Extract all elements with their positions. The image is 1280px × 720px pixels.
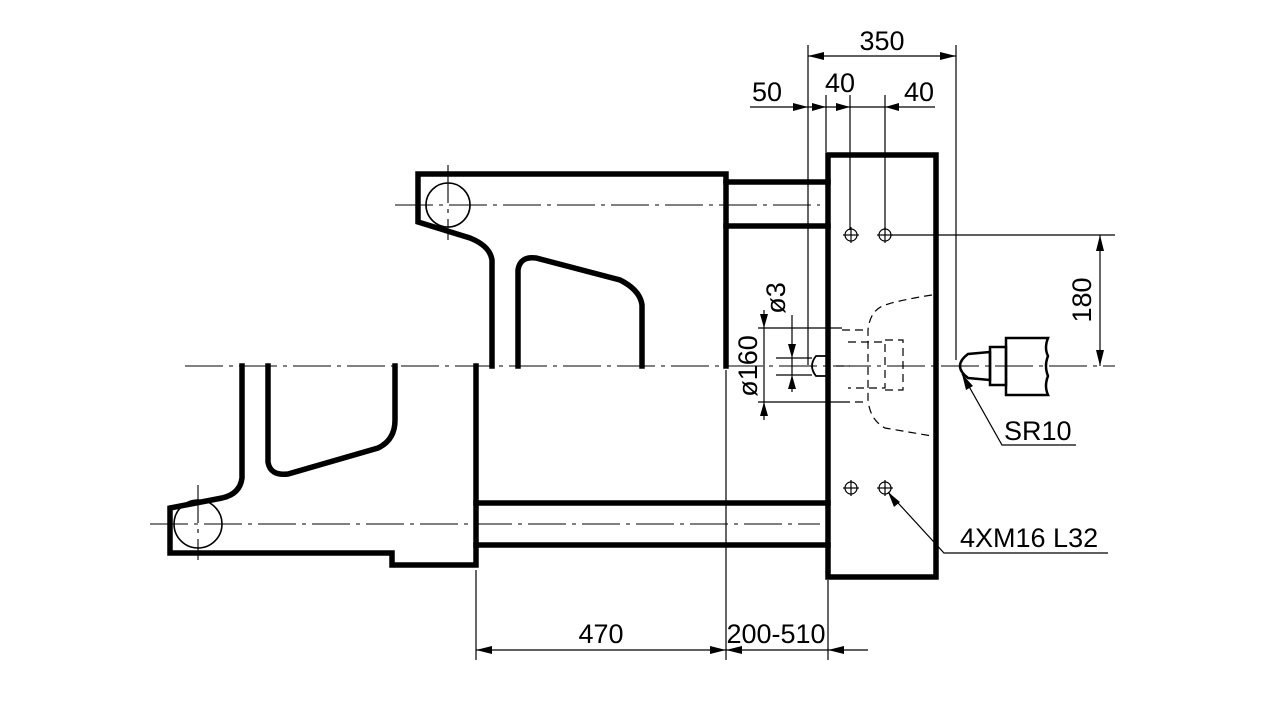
label-sr10: SR10 [1004,416,1072,446]
label-40-b: 40 [904,77,934,107]
hole-bottom-right [877,480,893,496]
lower-pin-circle [173,499,223,549]
label-470: 470 [578,619,623,649]
upper-pin-circle [425,182,471,228]
injection-nozzle [958,336,1050,397]
label-d3: ø3 [761,282,791,314]
leader-sr10 [961,373,1076,446]
hole-bottom-left [843,480,859,496]
label-50: 50 [752,77,782,107]
mold-cavity-outline [867,294,933,437]
leader-thread-spec [887,491,1108,554]
label-d160: ø160 [733,335,763,397]
threaded-holes [843,227,893,496]
dimension-lines [476,52,1104,654]
label-350: 350 [859,26,904,56]
extension-lines [475,45,1115,660]
label-thread-spec: 4XM16 L32 [960,523,1098,553]
locating-ring-step [885,339,904,391]
label-180: 180 [1067,277,1097,322]
upper-inner-slot [515,255,645,369]
leaders [887,373,1108,554]
moving-platen [825,152,939,580]
hidden-mold-outline [836,294,933,437]
sprue-bushing-outline [842,329,868,403]
pins [173,182,471,549]
upper-toggle-arm [415,171,729,369]
lower-toggle-body [167,363,479,568]
locating-ring-outline [848,341,886,389]
nozzle-body [1004,336,1050,397]
dimension-labels: 350 50 40 40 180 ø3 ø160 470 200-510 SR1… [578,26,1098,649]
machine-outline [167,152,939,580]
sprue-tip [811,355,828,377]
label-200-510: 200-510 [726,619,825,649]
hole-top-left [843,227,859,243]
label-40-a: 40 [825,68,855,98]
lower-inner-slot [265,363,398,477]
nozzle-tip [958,350,992,382]
